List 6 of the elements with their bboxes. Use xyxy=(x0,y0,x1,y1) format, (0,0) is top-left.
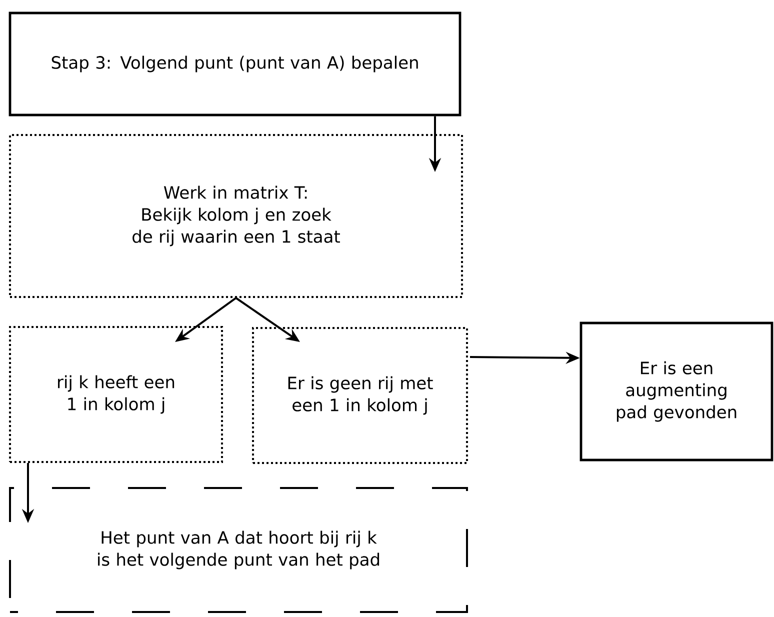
process-box: Werk in matrix T: Bekijk kolom j en zoek de rij waarin een 1 staat xyxy=(9,134,463,298)
process-box: Er is een augmenting pad gevonden xyxy=(580,322,774,462)
process-box: Er is geen rij met een 1 in kolom j xyxy=(252,327,468,464)
process-box: Het punt van A dat hoort bij rij k is het volgende punt van het pad xyxy=(9,487,468,613)
process-box: Stap 3: Volgend punt (punt van A) bepalen xyxy=(8,12,462,116)
process-box: rij k heeft een 1 in kolom j xyxy=(9,326,223,463)
